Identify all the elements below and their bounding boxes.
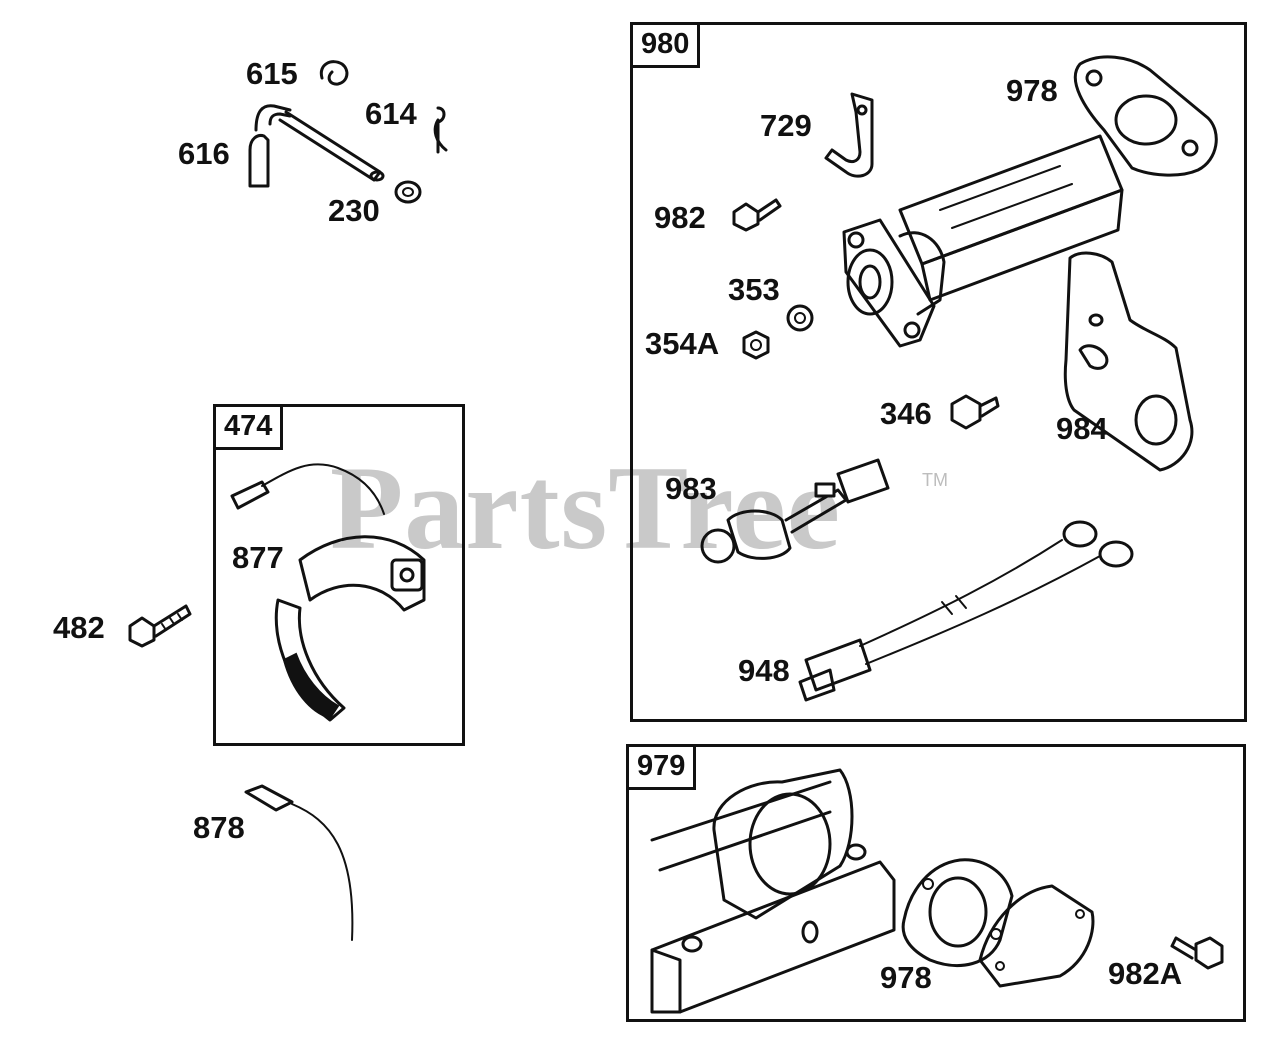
callout-982A: 982A	[1108, 956, 1183, 991]
part-plate	[978, 884, 1095, 988]
callout-878: 878	[193, 810, 245, 845]
callout-616: 616	[178, 136, 230, 171]
group-980-frame: 980	[630, 22, 1247, 722]
group-474-label: 474	[216, 407, 284, 450]
watermark: PartsTree	[330, 441, 841, 574]
part-982A-screw	[1170, 936, 1224, 970]
part-877-armature	[230, 463, 426, 722]
part-230-washer	[394, 180, 422, 204]
part-729-clamp	[824, 92, 874, 178]
group-474-frame: 474	[213, 404, 465, 746]
callout-614: 614	[365, 96, 417, 131]
part-616-lever	[248, 104, 385, 188]
callout-982: 982	[654, 200, 706, 235]
part-starter-motor	[842, 134, 1124, 348]
callout-353: 353	[728, 272, 780, 307]
part-984-bracket	[1063, 251, 1194, 472]
part-878-wire	[244, 784, 354, 941]
callout-482: 482	[53, 610, 105, 645]
part-982-screw	[732, 198, 782, 232]
group-979-label: 979	[629, 747, 697, 790]
part-482-screw	[128, 604, 192, 648]
callout-983: 983	[665, 471, 717, 506]
callout-354A: 354A	[645, 326, 720, 361]
part-353-washer	[786, 304, 814, 332]
callout-230: 230	[328, 193, 380, 228]
part-614-pin	[433, 106, 448, 154]
callout-984: 984	[1056, 411, 1108, 446]
part-983-switch	[700, 458, 890, 564]
part-354A-nut	[742, 330, 770, 360]
part-979-block	[650, 768, 896, 1014]
part-615-clip	[319, 60, 349, 86]
group-979-frame: 979	[626, 744, 1246, 1022]
part-346-screw	[950, 394, 1000, 430]
callout-948: 948	[738, 653, 790, 688]
group-980-label: 980	[633, 25, 701, 68]
part-948-harness	[798, 520, 1134, 702]
part-978-gasket-top	[1073, 55, 1218, 177]
callout-978-bottom: 978	[880, 960, 932, 995]
callout-877: 877	[232, 540, 284, 575]
callout-615: 615	[246, 56, 298, 91]
watermark-trademark: TM	[922, 470, 948, 490]
callout-978-top: 978	[1006, 73, 1058, 108]
callout-729: 729	[760, 108, 812, 143]
callout-346: 346	[880, 396, 932, 431]
